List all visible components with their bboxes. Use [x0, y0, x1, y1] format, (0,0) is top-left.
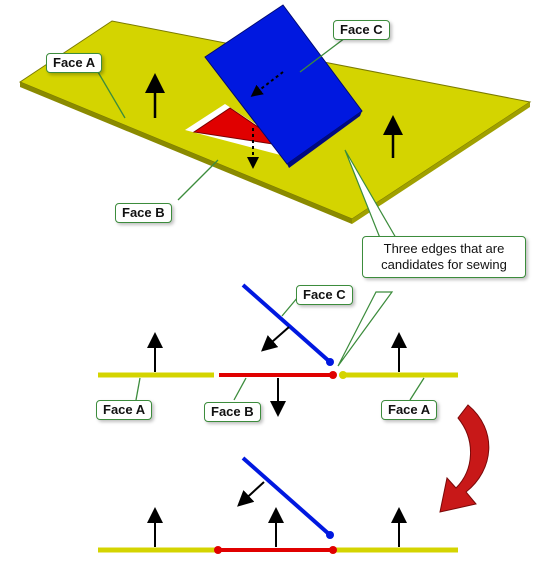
- face-c-normal-arrow: [250, 71, 284, 97]
- face-a-vertex-right: [339, 371, 347, 379]
- sewn-vertex-left: [214, 546, 222, 554]
- callout-sewing-note: Three edges that are candidates for sewi…: [362, 236, 526, 278]
- face-b-triangle: [192, 107, 287, 147]
- face-c-panel: [204, 4, 363, 168]
- face-c-edge: [241, 283, 332, 364]
- callout-face-c-mid: Face C: [296, 285, 353, 305]
- callout-face-a-top: Face A: [46, 53, 103, 73]
- callout-face-c-top: Face C: [333, 20, 390, 40]
- sewn-face-c-normal: [237, 481, 265, 507]
- sewn-face-c-edge: [241, 456, 332, 537]
- callout-face-b-top: Face B: [115, 203, 172, 223]
- note-leader-fan: [337, 149, 398, 367]
- callout-face-a-mid-right: Face A: [381, 400, 438, 420]
- sewn-vertex-right: [329, 546, 337, 554]
- callout-face-b-mid: Face B: [204, 402, 261, 422]
- callout-leaders-mid: [135, 296, 425, 401]
- sewing-note-line2: candidates for sewing: [381, 257, 507, 272]
- face-b-vertex-right: [329, 371, 337, 379]
- transition-arrow: [439, 404, 490, 513]
- sewing-note-line1: Three edges that are: [383, 241, 505, 256]
- face-c-vertex: [326, 358, 334, 366]
- callout-leaders-top: [97, 37, 346, 201]
- callout-face-a-mid-left: Face A: [96, 400, 153, 420]
- sewn-face-c-vertex: [326, 531, 334, 539]
- mid-face-c-normal: [260, 326, 290, 352]
